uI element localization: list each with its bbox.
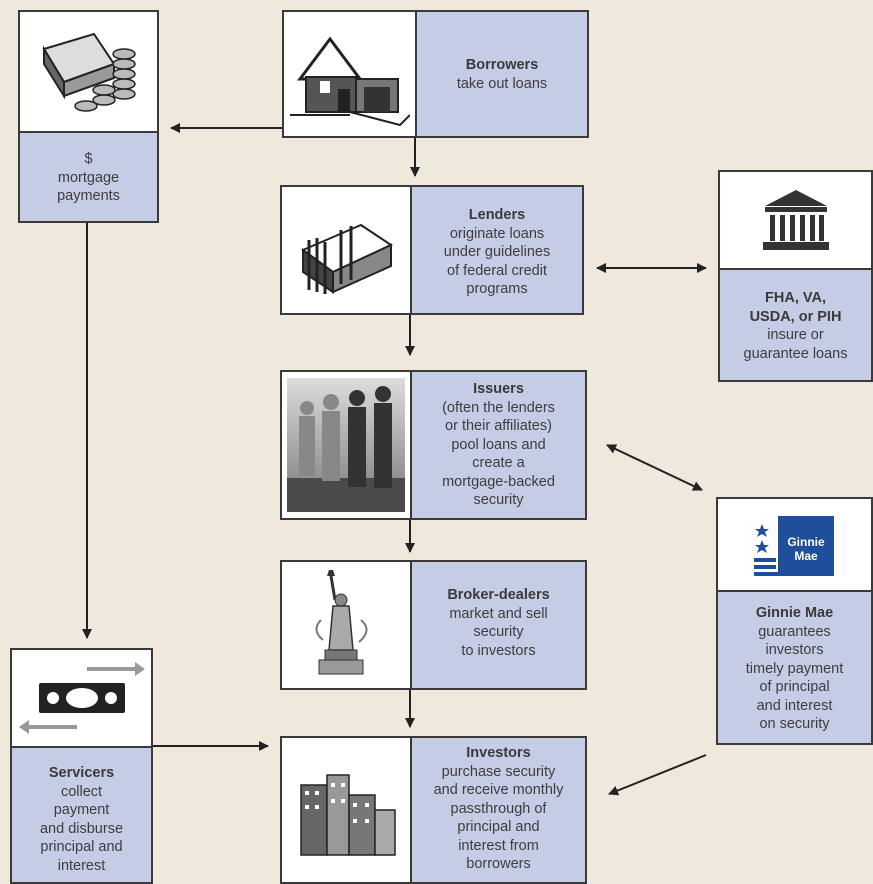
lenders-line-1: originate loans bbox=[449, 225, 545, 242]
lenders-line-3: of federal credit bbox=[447, 262, 547, 279]
ginnie-label: Ginnie Mae guarantees investors timely p… bbox=[718, 604, 871, 734]
investors-label: Investors purchase security and receive … bbox=[412, 744, 585, 874]
ginnie-title: Ginnie Mae bbox=[755, 605, 834, 621]
payments-line-1: $ bbox=[84, 151, 93, 167]
agencies-title: FHA, VA, bbox=[765, 290, 826, 306]
government-building-icon bbox=[722, 174, 869, 266]
agencies-label: FHA, VA, USDA, or PIH insure or guarante… bbox=[720, 289, 871, 363]
lenders-line-2: under guidelines bbox=[443, 244, 551, 260]
payments-label: $ mortgage payments bbox=[20, 150, 157, 206]
ginnie-line-6: on security bbox=[759, 716, 830, 732]
investors-line-2: and receive monthly bbox=[433, 782, 564, 798]
issuers-text-cell bbox=[410, 370, 587, 520]
payments-line-3: payments bbox=[57, 188, 120, 204]
ginnie-line-5: and interest bbox=[756, 697, 833, 714]
lenders-text-cell bbox=[410, 185, 584, 315]
lenders-label: Lenders originate loans under guidelines… bbox=[412, 206, 582, 299]
investors-line-4: principal and bbox=[457, 819, 540, 835]
city-buildings-icon bbox=[284, 740, 408, 880]
dollar-bill-exchange-icon bbox=[14, 652, 149, 744]
office-building-icon bbox=[284, 189, 408, 311]
statue-of-liberty-icon bbox=[284, 564, 408, 686]
brokers-line-2: security bbox=[473, 624, 524, 640]
brokers-line-3: to investors bbox=[461, 642, 536, 659]
issuers-title: Issuers bbox=[473, 381, 524, 397]
issuers-line-3: pool loans and bbox=[451, 436, 546, 453]
servicers-image-cell bbox=[10, 648, 153, 748]
investors-line-6: borrowers bbox=[466, 856, 531, 872]
ginnie-mae-logo-icon: Ginnie Mae bbox=[720, 501, 869, 588]
servicers-line-3: and disburse bbox=[39, 820, 124, 837]
servicers-line-4: principal and bbox=[40, 839, 123, 855]
arrow-issuers-ginnie bbox=[606, 444, 703, 491]
servicers-title: Servicers bbox=[48, 765, 115, 781]
issuers-label: Issuers (often the lenders or their affi… bbox=[412, 380, 585, 510]
ginnie-text-cell bbox=[716, 590, 873, 745]
lenders-line-4: programs bbox=[466, 281, 528, 297]
issuers-line-1: (often the lenders bbox=[442, 399, 555, 416]
servicers-line-1: collect bbox=[60, 783, 103, 800]
brokers-text-cell bbox=[410, 560, 587, 690]
borrowers-line-1: take out loans bbox=[456, 75, 548, 92]
investors-line-3: passthrough of bbox=[450, 800, 547, 817]
investors-title: Investors bbox=[466, 745, 531, 761]
agencies-line-2: guarantee loans bbox=[743, 345, 848, 362]
brokers-label: Broker-dealers market and sell security … bbox=[412, 586, 585, 660]
servicers-text-cell bbox=[10, 746, 153, 884]
agencies-title-2: USDA, or PIH bbox=[749, 308, 842, 325]
servicers-label: Servicers collect payment and disburse p… bbox=[12, 764, 151, 875]
ginnie-logo-text-2: Mae bbox=[794, 549, 818, 563]
agencies-line-1: insure or bbox=[767, 327, 824, 343]
servicers-line-2: payment bbox=[53, 802, 110, 818]
payments-line-2: mortgage bbox=[57, 169, 120, 186]
house-icon bbox=[286, 14, 413, 134]
borrowers-label: Borrowers take out loans bbox=[417, 56, 587, 93]
borrowers-text-cell bbox=[415, 10, 589, 138]
investors-line-1: purchase security bbox=[441, 763, 556, 780]
servicers-line-5: interest bbox=[57, 857, 106, 874]
ginnie-line-1: guarantees bbox=[758, 623, 831, 640]
payments-text-cell bbox=[18, 131, 159, 223]
business-people-icon bbox=[286, 376, 406, 514]
ginnie-logo-text-1: Ginnie bbox=[787, 535, 825, 549]
brokers-line-1: market and sell bbox=[449, 605, 548, 622]
issuers-line-6: security bbox=[473, 492, 524, 508]
ginnie-line-3: timely payment bbox=[745, 660, 844, 677]
money-stack-icon bbox=[22, 14, 155, 129]
borrowers-title: Borrowers bbox=[465, 57, 539, 73]
arrow-ginnie-to-investors bbox=[608, 754, 707, 796]
investors-text-cell bbox=[410, 736, 587, 884]
issuers-line-2: or their affiliates) bbox=[445, 418, 552, 434]
issuers-line-5: mortgage-backed bbox=[442, 473, 555, 490]
agencies-image-cell bbox=[718, 170, 873, 270]
investors-line-5: interest from bbox=[458, 837, 539, 854]
issuers-line-4: create a bbox=[472, 455, 525, 471]
ginnie-line-4: of principal bbox=[759, 679, 830, 695]
brokers-title: Broker-dealers bbox=[447, 587, 550, 603]
ginnie-line-2: investors bbox=[765, 642, 824, 658]
agencies-text-cell bbox=[718, 268, 873, 382]
lenders-title: Lenders bbox=[468, 207, 526, 223]
